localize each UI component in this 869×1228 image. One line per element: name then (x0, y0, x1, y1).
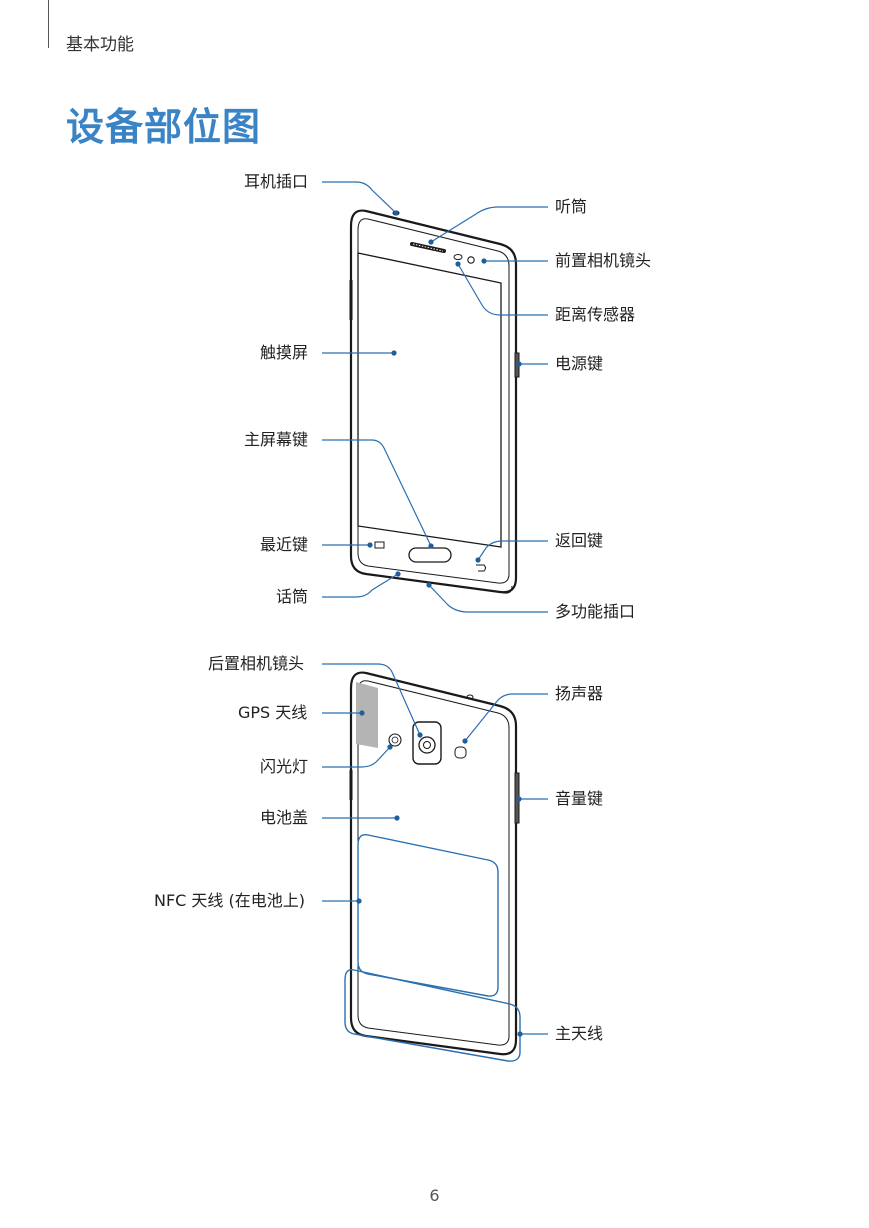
back-leaders (322, 663, 548, 1035)
label-proximity-sensor: 距离传感器 (555, 305, 636, 324)
front-leaders (322, 181, 548, 613)
margin-rule (48, 0, 49, 48)
label-earpiece: 听筒 (555, 197, 588, 216)
label-main-antenna: 主天线 (555, 1024, 604, 1043)
label-back-key: 返回键 (555, 531, 604, 550)
page-number: 6 (429, 1186, 440, 1205)
label-power-key: 电源键 (555, 354, 604, 373)
label-front-camera: 前置相机镜头 (555, 251, 652, 270)
label-home-key: 主屏幕键 (244, 430, 309, 449)
label-microphone: 话筒 (276, 587, 309, 606)
label-volume-key: 音量键 (555, 789, 604, 808)
label-flash: 闪光灯 (260, 757, 309, 776)
page-title: 设备部位图 (66, 105, 262, 149)
section-header: 基本功能 (66, 35, 134, 55)
label-multipurpose-jack: 多功能插口 (555, 602, 636, 621)
label-nfc-antenna: NFC 天线 (在电池上) (154, 891, 306, 910)
back-leader-dots (356, 710, 523, 1037)
label-speaker: 扬声器 (555, 684, 604, 703)
nfc-antenna-outline (357, 834, 499, 997)
phone-front (349, 209, 520, 594)
gps-antenna-area (356, 682, 378, 748)
label-recent-key: 最近键 (260, 535, 309, 554)
label-rear-camera: 后置相机镜头 (208, 654, 305, 673)
label-gps-antenna: GPS 天线 (238, 703, 308, 722)
label-touchscreen: 触摸屏 (260, 343, 309, 362)
label-earphone-jack: 耳机插口 (244, 172, 309, 191)
label-back-cover: 电池盖 (260, 808, 309, 827)
front-leader-dots (367, 210, 522, 588)
main-antenna-outline (344, 969, 521, 1062)
